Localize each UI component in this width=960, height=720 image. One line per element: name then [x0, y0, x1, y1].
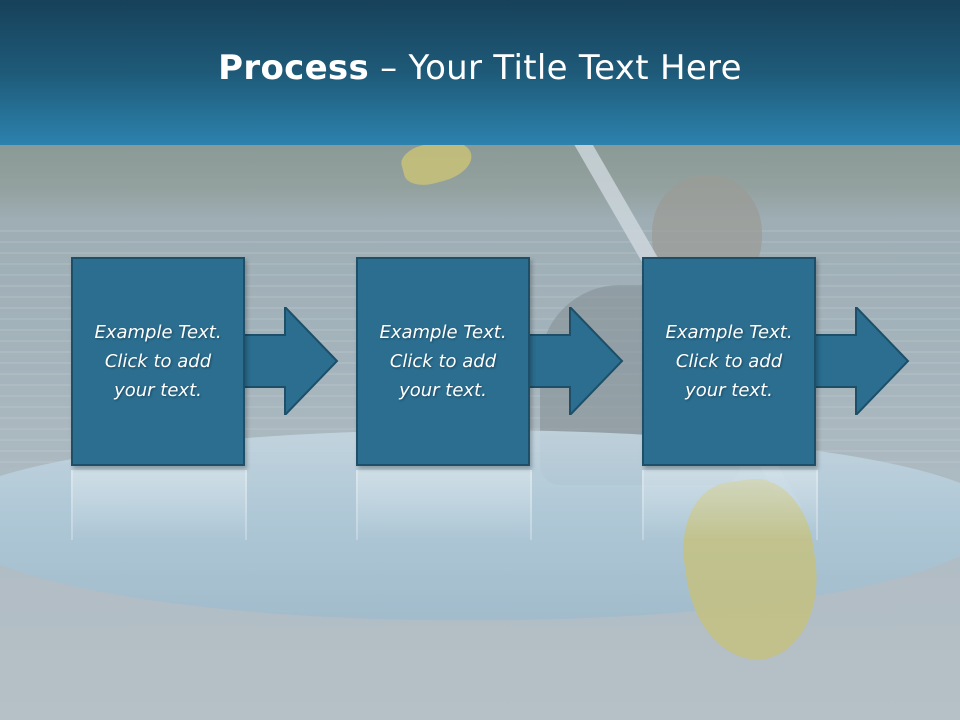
step-text-line: Example Text. [94, 322, 222, 343]
step-text-line: your text. [685, 380, 773, 401]
step-text: Example Text. Click to add your text. [373, 318, 512, 405]
step-reflection [642, 470, 818, 540]
arrow-right-icon [526, 307, 624, 415]
arrow-right-icon [241, 307, 339, 415]
step-text: Example Text. Click to add your text. [88, 318, 227, 405]
step-text-line: Click to add [104, 351, 212, 372]
slide-title-rest: – Your Title Text Here [369, 47, 742, 88]
step-reflection [71, 470, 247, 540]
slide-title[interactable]: Process – Your Title Text Here [218, 48, 742, 88]
process-step-2: Example Text. Click to add your text. [356, 257, 626, 467]
title-bar: Process – Your Title Text Here [0, 0, 960, 145]
step-text: Example Text. Click to add your text. [659, 318, 798, 405]
arrow-right-icon [812, 307, 910, 415]
step-text-box[interactable]: Example Text. Click to add your text. [356, 257, 530, 466]
process-step-1: Example Text. Click to add your text. [71, 257, 341, 467]
slide-title-bold: Process [218, 47, 370, 88]
step-text-line: your text. [399, 380, 487, 401]
step-text-line: Click to add [389, 351, 497, 372]
step-text-line: Example Text. [665, 322, 793, 343]
process-step-3: Example Text. Click to add your text. [642, 257, 912, 467]
step-text-line: your text. [114, 380, 202, 401]
step-text-line: Click to add [675, 351, 783, 372]
photo-treeline [0, 140, 960, 220]
step-text-box[interactable]: Example Text. Click to add your text. [642, 257, 816, 466]
step-text-line: Example Text. [379, 322, 507, 343]
step-text-box[interactable]: Example Text. Click to add your text. [71, 257, 245, 466]
step-reflection [356, 470, 532, 540]
